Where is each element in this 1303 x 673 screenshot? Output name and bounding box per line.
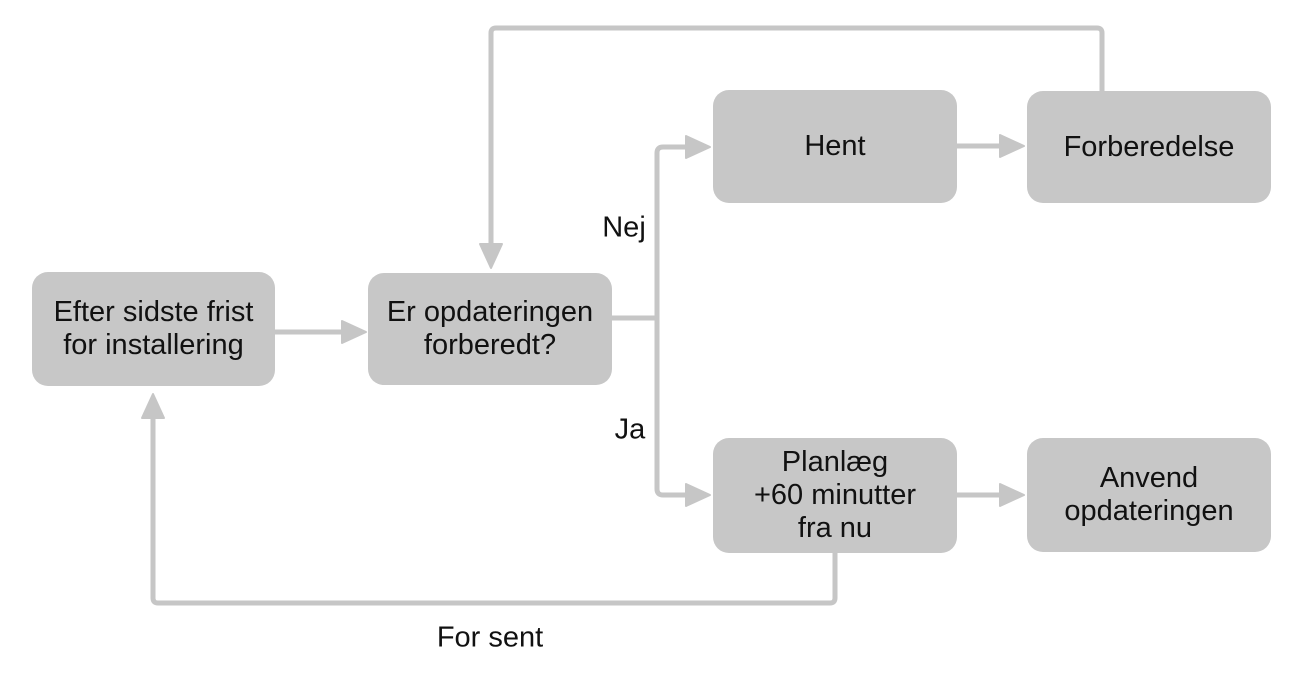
node-download: Hent — [713, 90, 957, 203]
node-after-deadline-label: Efter sidste frist for installering — [53, 296, 254, 361]
node-update-prepared: Er opdateringen forberedt? — [368, 273, 612, 385]
node-schedule-label: Planlæg +60 minutter fra nu — [753, 446, 916, 544]
edge-prepare-loop-to-question — [488, 25, 1105, 245]
arrowhead-into-start-bottom — [141, 393, 165, 419]
arrowhead-into-schedule — [685, 483, 711, 507]
node-prepare: Forberedelse — [1027, 91, 1271, 203]
node-schedule: Planlæg +60 minutter fra nu — [713, 438, 957, 553]
arrowhead-into-question-left — [341, 320, 367, 344]
arrowhead-into-question-top — [479, 243, 503, 269]
node-apply-update: Anvend opdateringen — [1027, 438, 1271, 552]
arrowhead-into-download — [685, 135, 711, 159]
node-apply-update-label: Anvend opdateringen — [1064, 462, 1234, 527]
arrowhead-into-prepare — [999, 134, 1025, 158]
node-update-prepared-label: Er opdateringen forberedt? — [386, 296, 594, 361]
node-prepare-label: Forberedelse — [1063, 130, 1235, 163]
arrowhead-into-apply — [999, 483, 1025, 507]
node-download-label: Hent — [804, 130, 866, 162]
edge-label-nej: Nej — [602, 211, 646, 244]
edge-branch-rail — [654, 144, 688, 498]
edge-label-ja: Ja — [614, 413, 646, 446]
node-after-deadline: Efter sidste frist for installering — [32, 272, 275, 386]
edge-label-for-sent: For sent — [436, 621, 544, 654]
edge-schedule-loop-to-start — [150, 417, 838, 606]
